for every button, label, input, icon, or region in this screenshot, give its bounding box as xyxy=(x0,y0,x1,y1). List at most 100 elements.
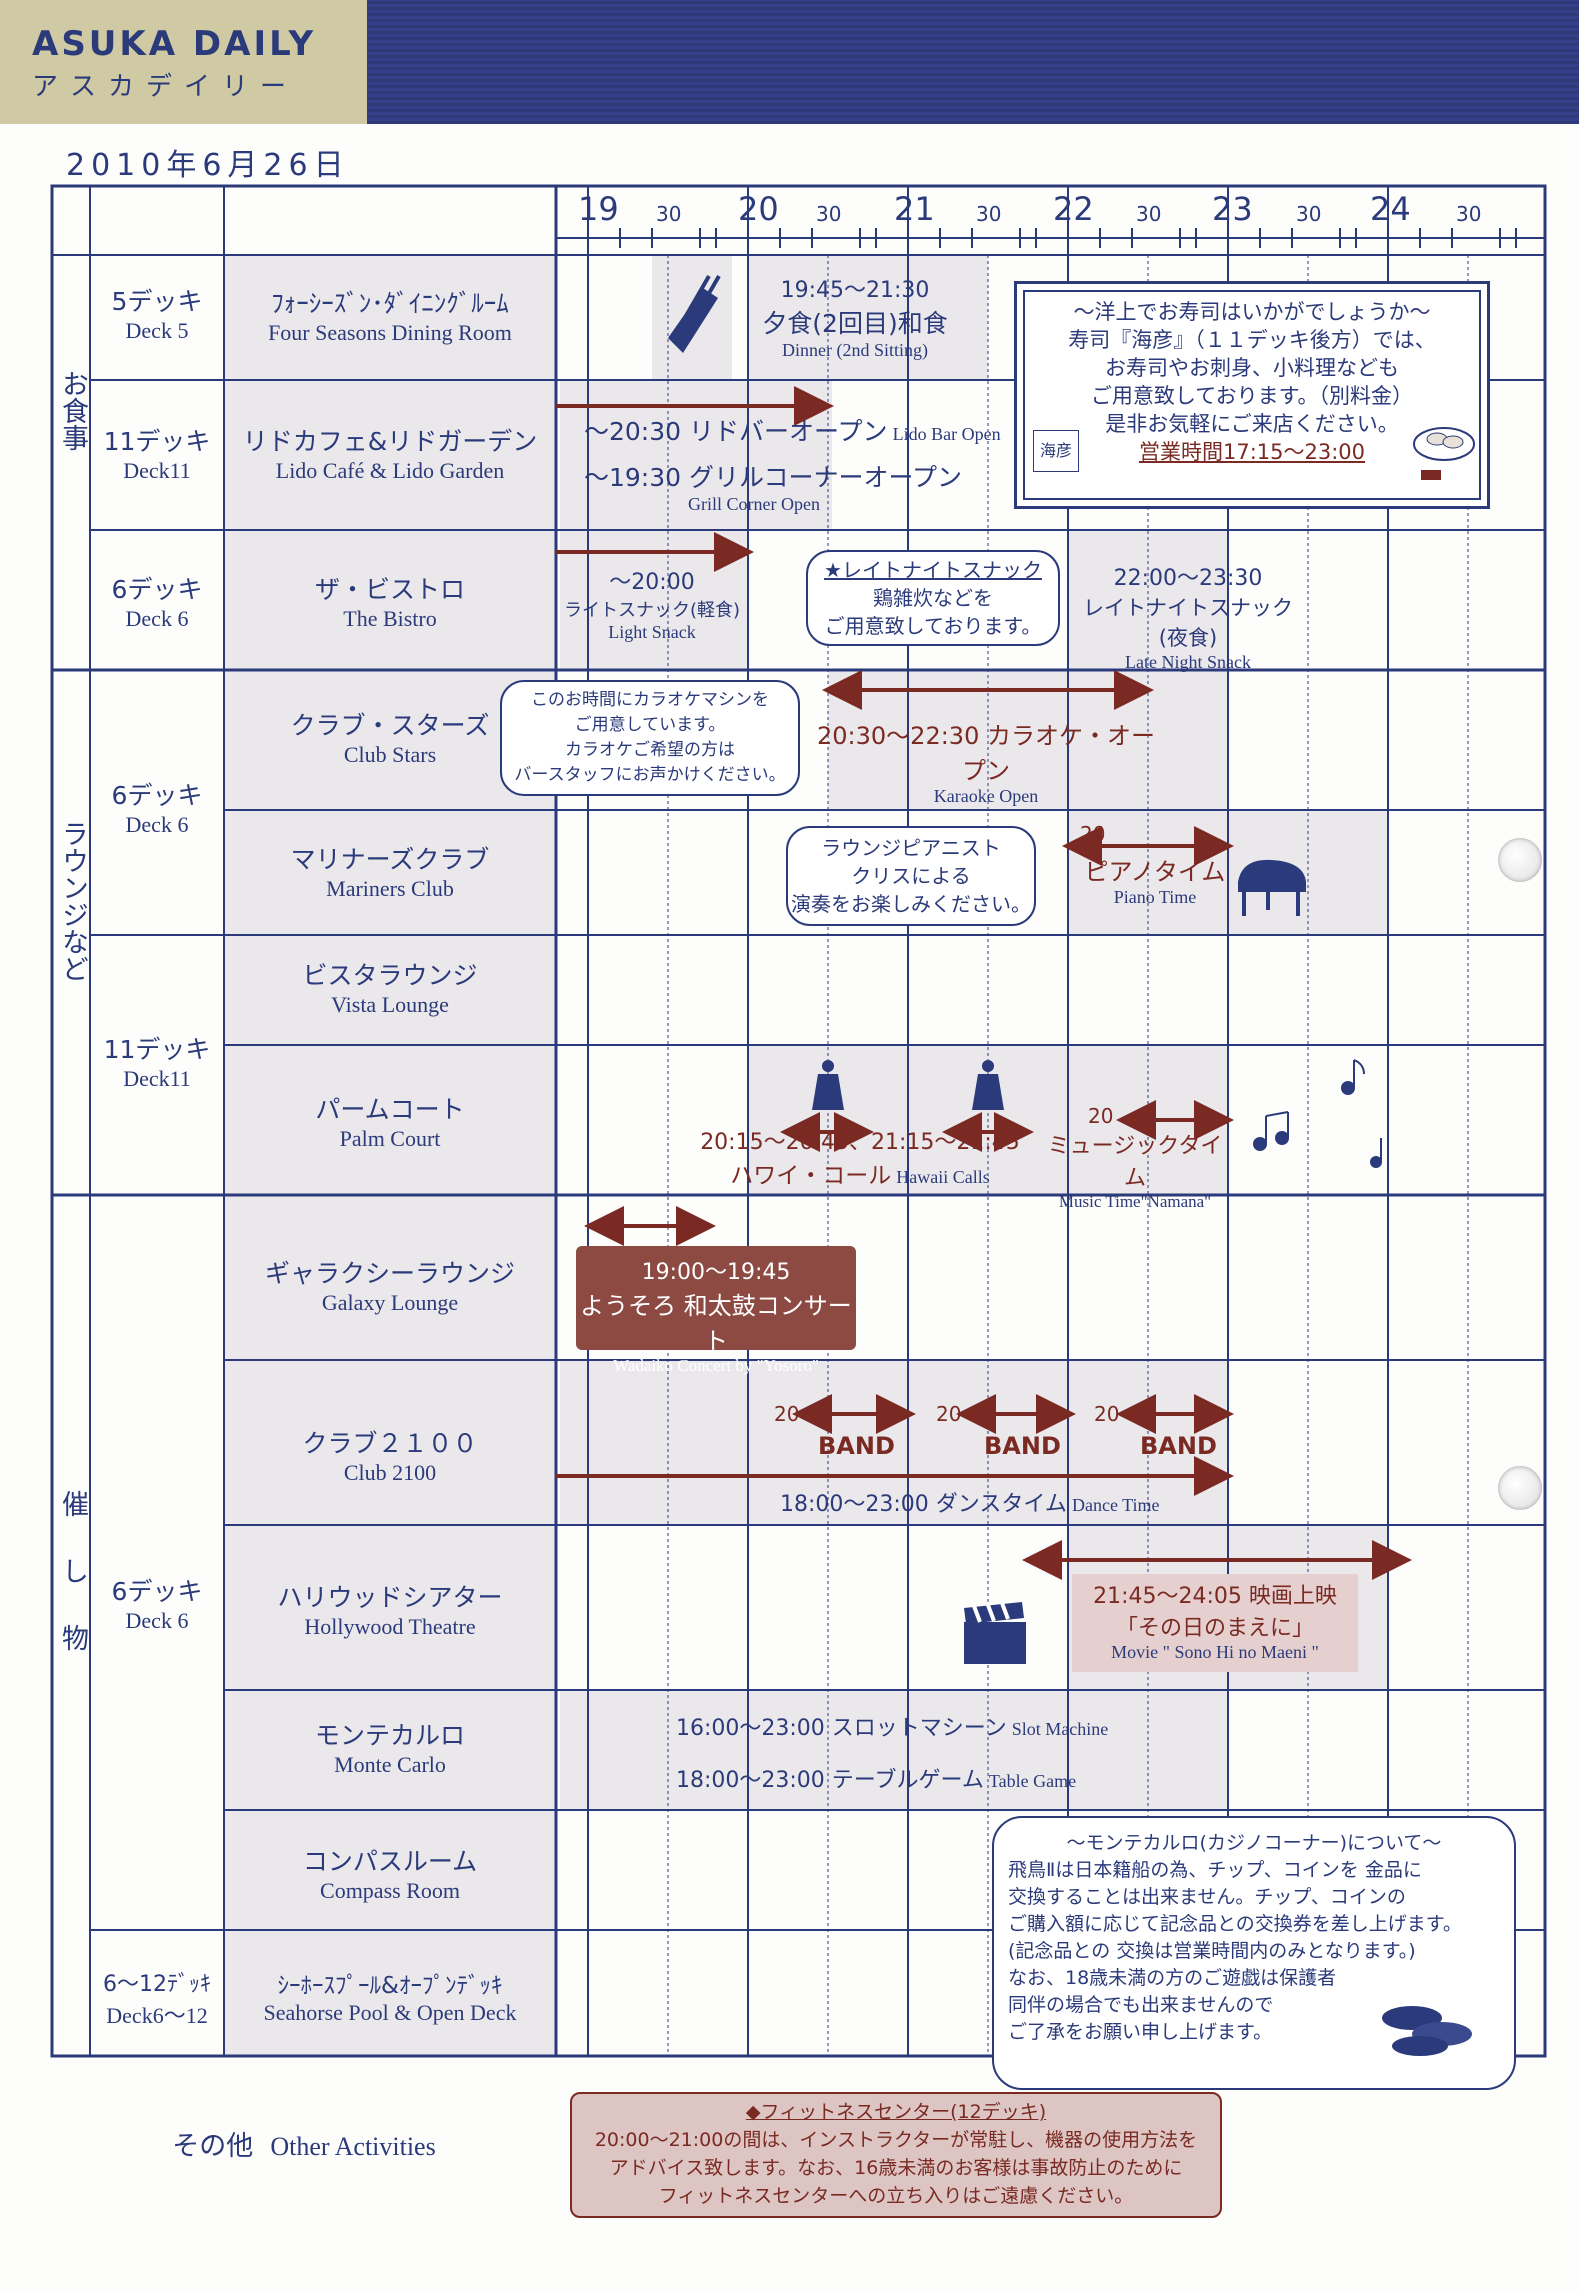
venue-fourseasons-en: Four Seasons Dining Room xyxy=(268,320,512,345)
hour-21: 21 xyxy=(894,190,935,228)
venue-lido-ja: リドカフェ&リドガーデン xyxy=(242,427,538,456)
late-bubble-line1: ★レイトナイトスナック xyxy=(824,558,1042,582)
karaoke-bubble-line1: このお時間にカラオケマシンを xyxy=(531,690,769,710)
deck-612-en: Deck6〜12 xyxy=(106,2003,208,2028)
half-19: 30 xyxy=(656,202,682,226)
wadaiko-en: Wadaiko Concert by "Yosoro" xyxy=(613,1356,819,1375)
karaoke-bubble: このお時間にカラオケマシンを ご用意しています。 カラオケご希望の方は バースタ… xyxy=(500,680,800,796)
shade-dinner-block xyxy=(748,255,988,380)
fitness-notice: ◆フィットネスセンター(12デッキ) 20:00〜21:00の間は、インストラク… xyxy=(570,2092,1222,2218)
late-night-time: 22:00〜23:30 xyxy=(1113,566,1263,591)
venue-other: その他 Other Activities xyxy=(52,2124,556,2163)
music-event: ミュージックタイム Music Time"Namana" xyxy=(1040,1128,1230,1212)
movie-box: 21:45〜24:05 映画上映 「その日のまえに」 Movie " Sono … xyxy=(1072,1574,1358,1672)
late-night-event: 22:00〜23:30 レイトナイトスナック(夜食) Late Night Sn… xyxy=(1070,560,1306,673)
slot-event: 16:00〜23:00 スロットマシーン Slot Machine xyxy=(676,1710,1108,1742)
fitness-line1: ◆フィットネスセンター(12デッキ) xyxy=(745,2101,1047,2123)
deck-6c-en: Deck 6 xyxy=(125,1608,189,1633)
venue-galaxy-ja: ギャラクシーラウンジ xyxy=(264,1259,515,1288)
hawaii-title: ハワイ・コール xyxy=(730,1163,892,1189)
category-meals: お食事 xyxy=(57,370,88,451)
karaoke-en: Karaoke Open xyxy=(933,786,1039,806)
header-brand-panel xyxy=(0,0,367,124)
piano-bubble-line2: クリスによる xyxy=(851,864,971,888)
casino-line8: ご了承をお願い申し上げます。 xyxy=(1008,2021,1273,2043)
half-24: 30 xyxy=(1456,202,1482,226)
wadaiko-title: ようそろ 和太鼓コンサート xyxy=(580,1292,852,1355)
casino-line4: ご購入額に応じて記念品との交換券を差し上げます。 xyxy=(1008,1913,1462,1935)
casino-line1: 〜モンテカルロ(カジノコーナー)について〜 xyxy=(1066,1832,1442,1854)
dance-en: Dance Time xyxy=(1072,1495,1160,1515)
wadaiko-time: 19:00〜19:45 xyxy=(641,1260,791,1285)
late-bubble-line2: 鶏雑炊などを xyxy=(873,586,993,610)
music-en: Music Time"Namana" xyxy=(1058,1192,1212,1211)
hour-19: 19 xyxy=(578,190,619,228)
sushi-line3: お寿司やお刺身、小料理なども xyxy=(1105,356,1399,380)
deck-11b-ja: 11デッキ xyxy=(103,1035,211,1064)
band2-label: BAND xyxy=(984,1432,1061,1460)
music-title: ミュージックタイム xyxy=(1047,1134,1223,1191)
venue-seahorse-ja: ｼｰﾎｰｽﾌﾟｰﾙ&ｵｰﾌﾟﾝﾃﾞｯｷ xyxy=(277,1973,503,1999)
grill-event: 〜19:30 グリルコーナーオープン Grill Corner Open xyxy=(584,458,962,515)
slot-title: 16:00〜23:00 スロットマシーン xyxy=(676,1716,1007,1741)
venue-palm-ja: パームコート xyxy=(315,1095,465,1124)
lido-bar-en: Lido Bar Open xyxy=(892,424,1001,444)
venue-bistro-ja: ザ・ビストロ xyxy=(314,575,465,604)
binder-hole-bottom xyxy=(1498,1466,1542,1510)
venue-other-en: Other Activities xyxy=(270,2132,436,2161)
hula-dancer-icon xyxy=(812,1060,844,1110)
movie-title: 「その日のまえに」 xyxy=(1115,1616,1314,1641)
grill-en: Grill Corner Open xyxy=(688,494,820,514)
hour-22: 22 xyxy=(1053,190,1094,228)
venue-compass-en: Compass Room xyxy=(320,1878,460,1903)
half-23: 30 xyxy=(1296,202,1322,226)
late-night-title: レイトナイトスナック(夜食) xyxy=(1083,596,1293,650)
deck-6a-ja: 6デッキ xyxy=(111,575,203,604)
lido-bar-event: 〜20:30 リドバーオープン Lido Bar Open xyxy=(584,412,1001,448)
hawaii-en: Hawaii Calls xyxy=(896,1167,990,1187)
wadaiko-box: 19:00〜19:45 ようそろ 和太鼓コンサート Wadaiko Concer… xyxy=(576,1246,856,1375)
venue-club2100-en: Club 2100 xyxy=(343,1460,437,1485)
piano-title: ピアノタイム xyxy=(1084,858,1226,886)
casino-line6: なお、18歳未満の方のご遊戯は保護者 xyxy=(1008,1967,1337,1989)
karaoke-bubble-line2: ご用意しています。 xyxy=(574,715,726,735)
karaoke-bubble-line4: バースタッフにお声かけください。 xyxy=(514,765,786,785)
venue-monte-en: Monte Carlo xyxy=(334,1752,446,1777)
sushi-line2: 寿司『海彦』（１１デッキ後方）では、 xyxy=(1068,328,1436,352)
venue-lido-en: Lido Café & Lido Garden xyxy=(275,458,505,483)
venue-mariners-en: Mariners Club xyxy=(326,876,454,901)
piano-bubble-line1: ラウンジピアニスト xyxy=(821,836,1001,860)
brand-title: ASUKA DAILY xyxy=(32,24,317,64)
header-stripe-panel xyxy=(367,0,1579,124)
casino-notice: 〜モンテカルロ(カジノコーナー)について〜 飛鳥Ⅱは日本籍船の為、チップ、コイン… xyxy=(992,1816,1516,2090)
slot-en: Slot Machine xyxy=(1011,1719,1109,1739)
band2-start-min: 20 xyxy=(936,1402,962,1426)
sushi-logo: 海彦 xyxy=(1033,430,1079,472)
table-game-title: 18:00〜23:00 テーブルゲーム xyxy=(676,1768,984,1793)
venue-clubstars-ja: クラブ・スターズ xyxy=(290,711,490,740)
venue-vista-en: Vista Lounge xyxy=(331,992,449,1017)
dinner-time: 19:45〜21:30 xyxy=(780,278,930,303)
venue-monte-ja: モンテカルロ xyxy=(314,1721,465,1750)
venue-club2100-ja: クラブ２１００ xyxy=(302,1429,478,1458)
chopsticks-icon xyxy=(668,275,721,353)
karaoke-event: 20:30〜22:30 カラオケ・オープン Karaoke Open xyxy=(806,716,1166,807)
shade-club2100 xyxy=(560,1360,1228,1525)
karaoke-title: 20:30〜22:30 カラオケ・オープン xyxy=(817,722,1155,785)
table-game-event: 18:00〜23:00 テーブルゲーム Table Game xyxy=(676,1762,1076,1794)
sushi-plate-icon xyxy=(1413,427,1475,480)
